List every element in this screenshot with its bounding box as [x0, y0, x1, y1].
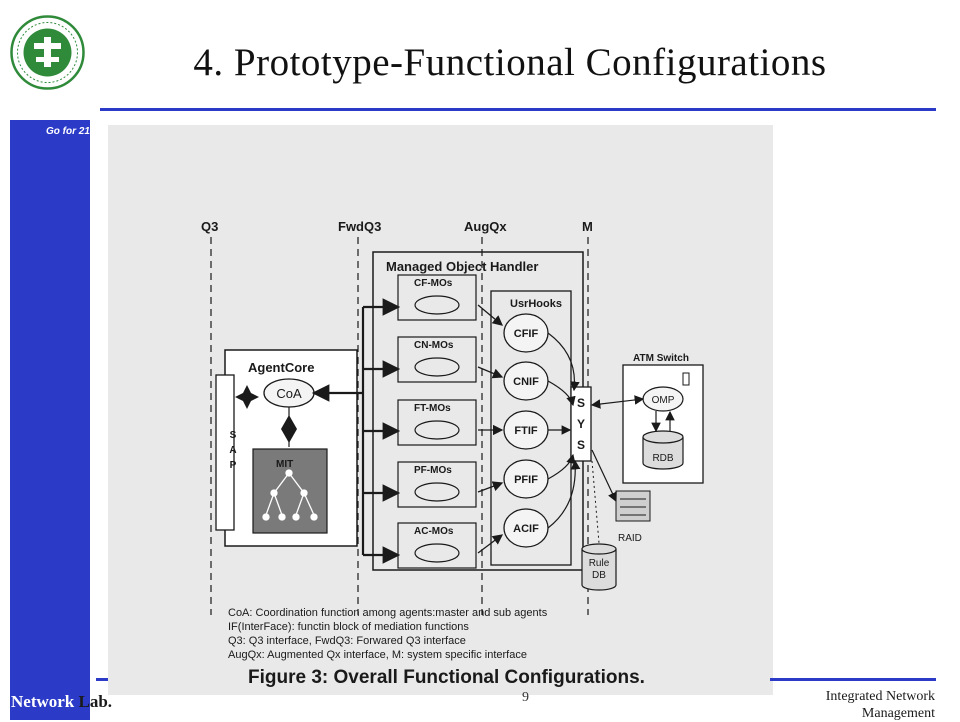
- legend-line-2: IF(InterFace): functin block of mediatio…: [228, 621, 469, 633]
- agentcore-label: AgentCore: [248, 360, 314, 375]
- sidebar-band: [10, 120, 90, 720]
- footer-rule: [770, 678, 936, 681]
- function-label-pfif: PFIF: [514, 474, 538, 486]
- figure-caption: Figure 3: Overall Functional Configurati…: [248, 667, 645, 688]
- atm-switch-label: ATM Switch: [633, 353, 689, 364]
- sys-letter-2: Y: [577, 417, 585, 431]
- mit-tree-icon: [262, 469, 318, 521]
- mo-group-cf: [397, 274, 477, 321]
- lab-name-part1: Network: [11, 692, 75, 711]
- usrhooks-label: UsrHooks: [510, 298, 562, 310]
- function-label-acif: ACIF: [513, 523, 539, 535]
- rule-db-label-line1: Rule: [589, 558, 610, 569]
- mo-group-label-ac: AC-MOs: [414, 526, 454, 537]
- legend-line-4: AugQx: Augmented Qx interface, M: system…: [228, 649, 527, 661]
- mo-group-label-ft: FT-MOs: [414, 403, 451, 414]
- interface-label-m: M: [582, 219, 593, 234]
- rule-db-cylinder-icon: [581, 543, 617, 591]
- functional-configuration-diagram: Q3 FwdQ3 AugQx M Managed Object Handler …: [201, 219, 704, 688]
- sap-letter-p: P: [230, 460, 237, 471]
- sys-letter-1: S: [577, 396, 585, 410]
- mo-group-ac: [397, 522, 477, 569]
- mo-group-label-cn: CN-MOs: [414, 340, 454, 351]
- lab-name-part2: Lab.: [74, 692, 113, 711]
- sap-star-icon: [235, 385, 259, 409]
- mo-group-cn: [397, 336, 477, 383]
- page-title: 4. Prototype-Functional Configurations: [193, 41, 827, 84]
- legend-line-1: CoA: Coordination function among agents:…: [228, 607, 548, 619]
- sap-bar: [215, 374, 235, 531]
- coa-label: CoA: [276, 386, 302, 401]
- rdb-label: RDB: [652, 453, 673, 464]
- sys-letter-3: S: [577, 438, 585, 452]
- course-name-line1: Integrated Network: [825, 689, 935, 704]
- title-rule: [100, 108, 936, 111]
- sap-letter-s: S: [230, 430, 237, 441]
- mo-group-label-pf: PF-MOs: [414, 465, 452, 476]
- page-number: 9: [522, 690, 529, 705]
- function-label-cnif: CNIF: [513, 376, 539, 388]
- interface-label-fwdq3: FwdQ3: [338, 219, 381, 234]
- omp-label: OMP: [652, 395, 675, 406]
- raid-label: RAID: [618, 533, 642, 544]
- course-name-line2: Management: [861, 706, 935, 721]
- interface-label-augqx: AugQx: [464, 219, 507, 234]
- slogan: Go for 21C: [46, 126, 98, 137]
- interface-label-q3: Q3: [201, 219, 218, 234]
- rule-db-label-line2: DB: [592, 570, 606, 581]
- mit-label: MIT: [276, 459, 293, 470]
- footer-rule-left: [96, 678, 108, 681]
- function-label-ftif: FTIF: [514, 425, 537, 437]
- managed-object-handler-label: Managed Object Handler: [386, 259, 538, 274]
- mo-group-label-cf: CF-MOs: [414, 278, 453, 289]
- sap-letter-a: A: [229, 445, 236, 456]
- legend-line-3: Q3: Q3 interface, FwdQ3: Forwared Q3 int…: [228, 635, 466, 647]
- function-label-cfif: CFIF: [514, 328, 539, 340]
- university-logo-icon: [10, 15, 85, 90]
- rdb-cylinder-icon: [642, 430, 684, 470]
- raid-server-icon: [615, 490, 651, 522]
- lab-name: Network Lab.: [11, 692, 112, 712]
- sys-box: [570, 386, 592, 462]
